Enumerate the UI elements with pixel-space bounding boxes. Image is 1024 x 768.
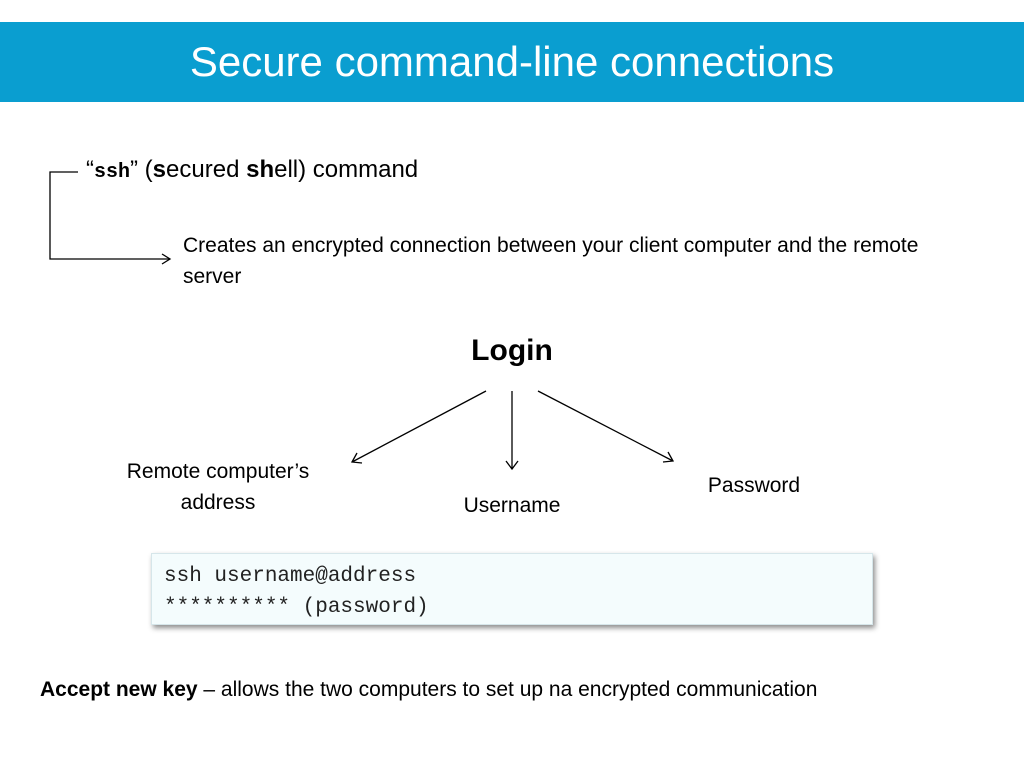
login-item-username: Username (463, 494, 561, 517)
close-quote: ” ( (130, 156, 153, 183)
ssh-letter-s: s (152, 156, 167, 183)
ssh-description: Creates an encrypted connection between … (183, 234, 919, 288)
slide-title: Secure command-line connections (189, 38, 835, 85)
login-item-password: Password (707, 474, 801, 497)
arrow-down-left-icon (350, 390, 487, 464)
arrow-down-icon (505, 391, 519, 471)
arrow-down-right-icon (537, 390, 675, 463)
open-quote: “ (86, 156, 94, 183)
ssh-command: ssh (94, 161, 131, 184)
ssh-letters-sh: sh (246, 156, 275, 183)
ssh-heading: “ssh” (secured shell) command (86, 156, 418, 184)
footer-note: Accept new key – allows the two computer… (40, 678, 1010, 702)
login-heading: Login (471, 334, 553, 367)
command-line-password: ********** (password) (164, 596, 429, 619)
footer-bold: Accept new key (40, 678, 198, 701)
ssh-word-ell: ell) command (274, 156, 419, 183)
title-bar: Secure command-line connections (0, 22, 1024, 102)
command-box: ssh username@address ********** (passwor… (151, 553, 873, 625)
command-line-ssh: ssh username@address (164, 565, 417, 588)
login-item-remote-address: Remote computer’s address (126, 460, 310, 514)
footer-text: – allows the two computers to set up na … (197, 678, 818, 701)
ssh-word-ecured: ecured (166, 156, 247, 183)
bracket-arrow-icon (49, 171, 172, 265)
